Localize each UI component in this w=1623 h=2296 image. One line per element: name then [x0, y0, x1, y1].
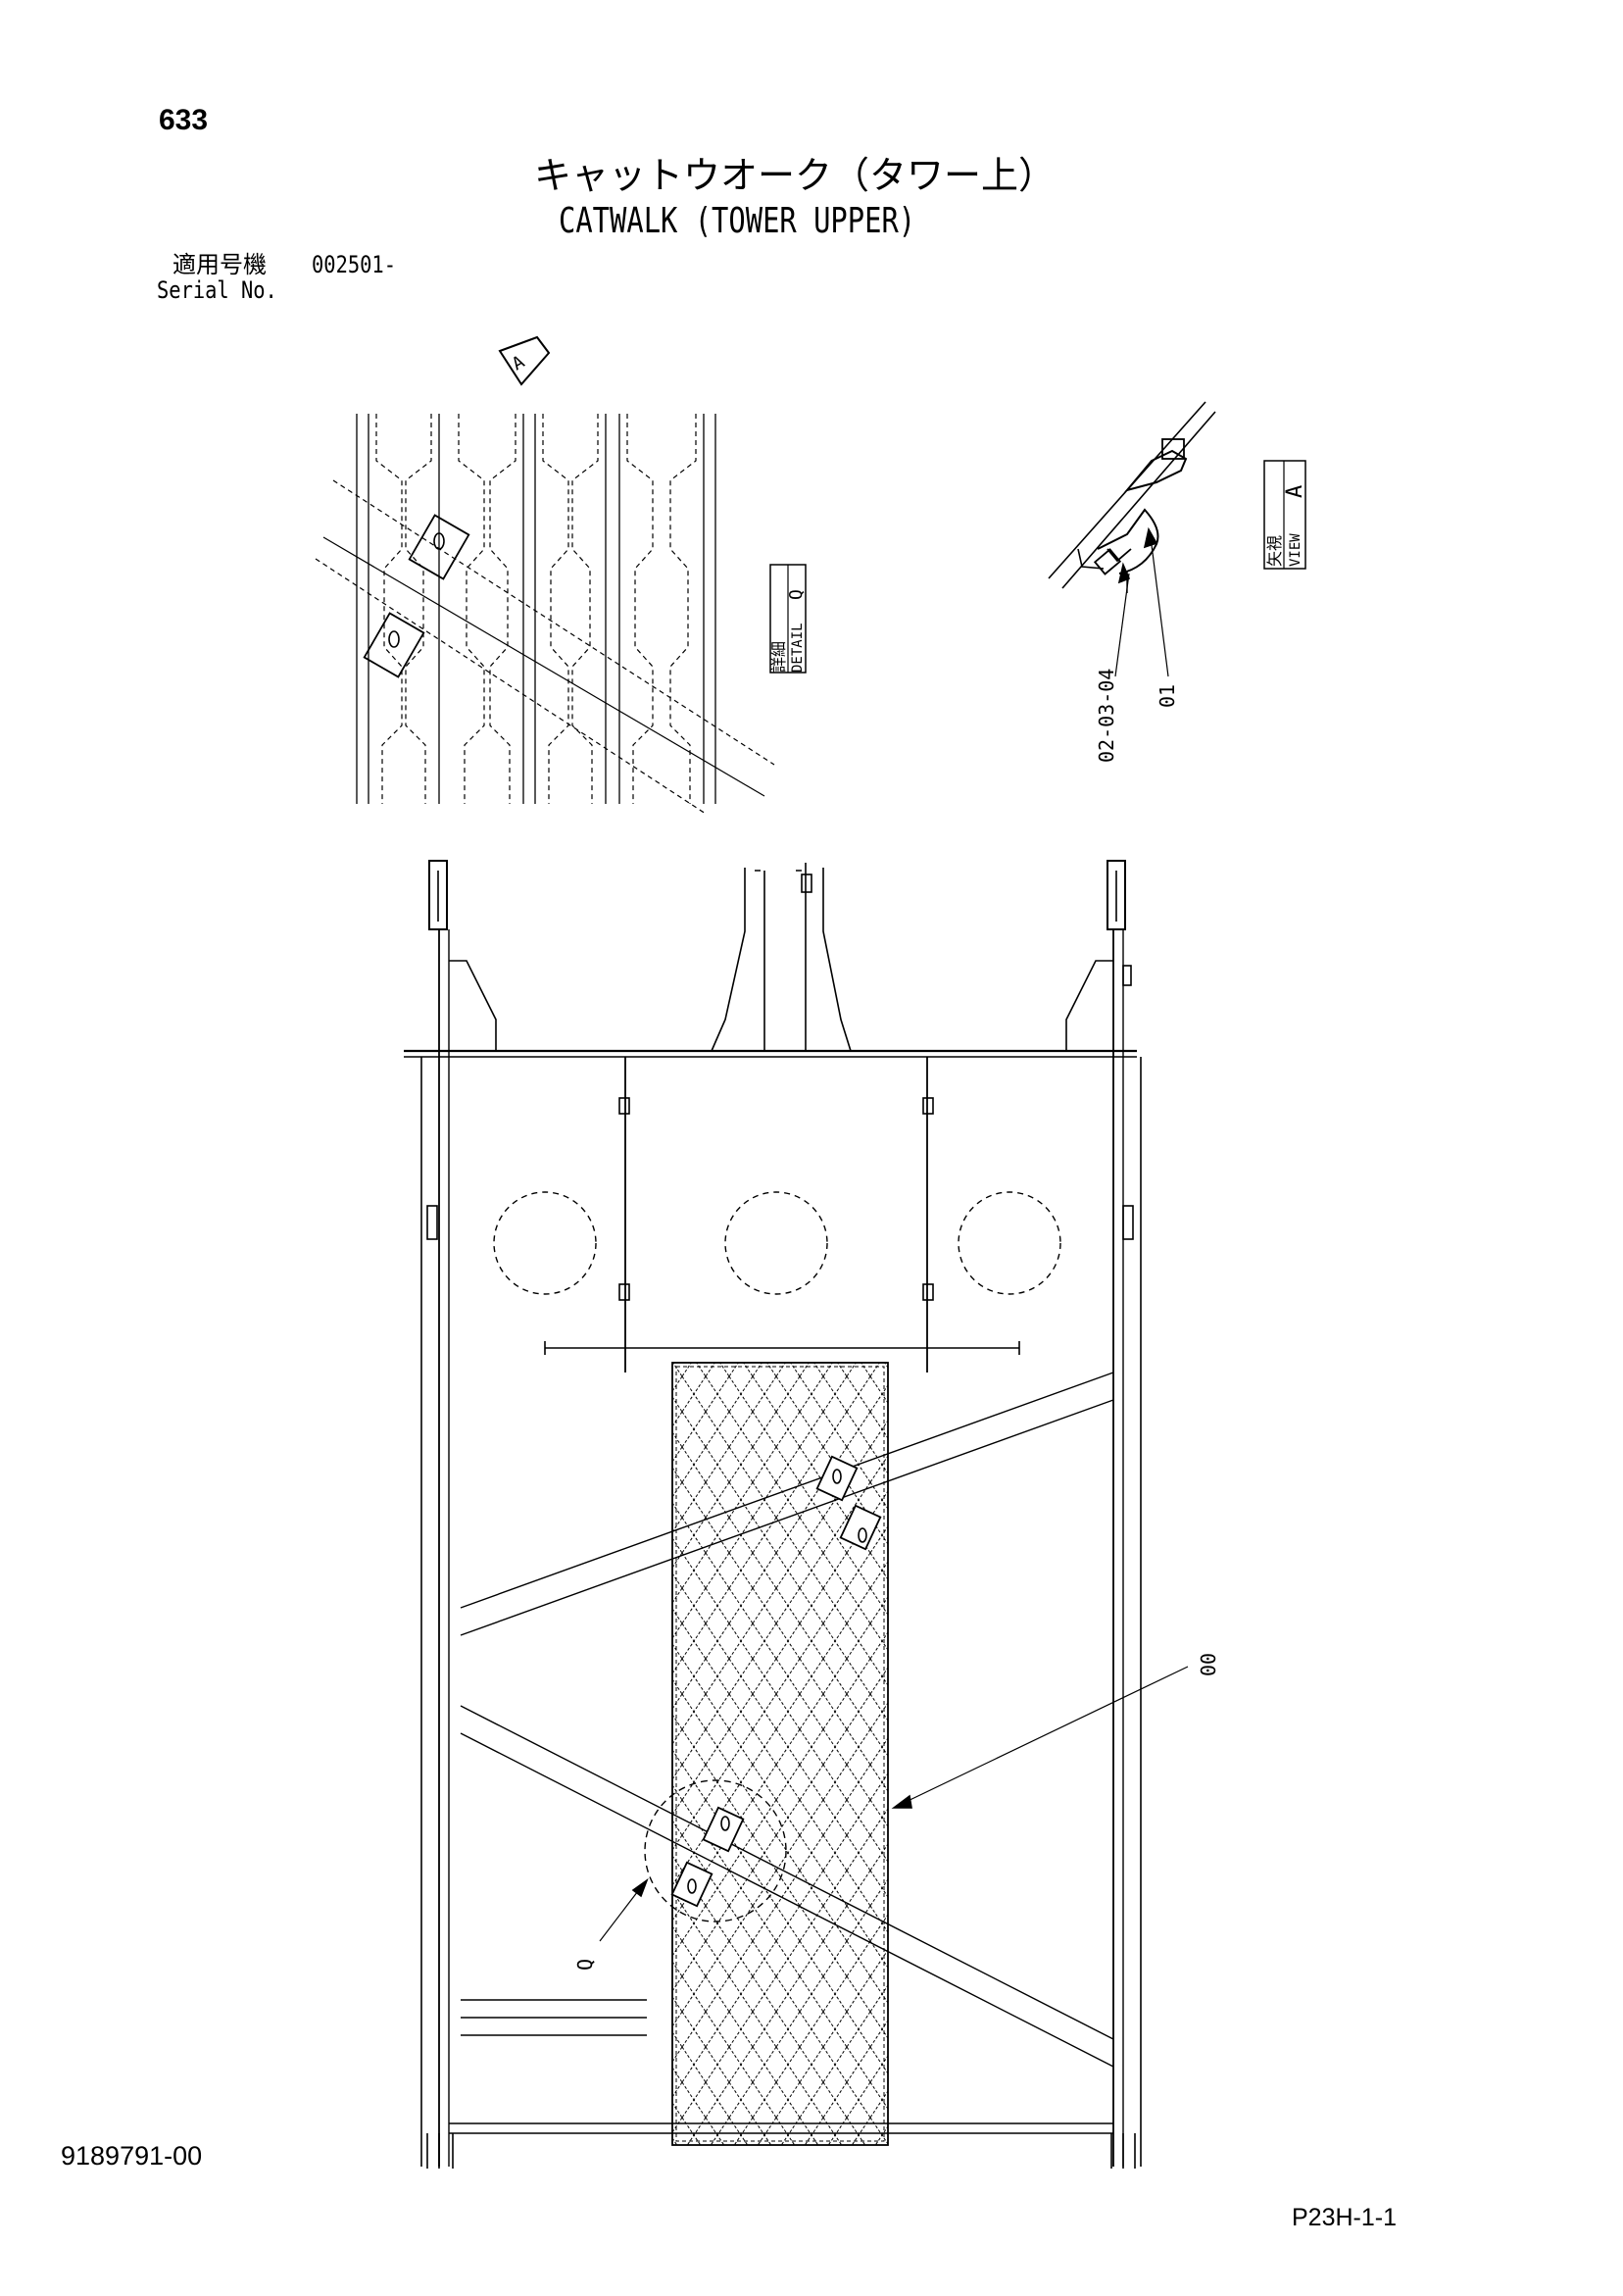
detail-q-view [315, 414, 775, 815]
title-japanese: キャットウオーク（タワー上） [534, 154, 1057, 197]
view-en-text: VIEW [1288, 533, 1303, 567]
view-a-label: 矢視 VIEW A [1263, 460, 1307, 570]
serial-label-english: Serial No. [157, 276, 277, 304]
part-grating-label: 00 [1197, 1653, 1220, 1676]
view-arrow-a: A [498, 335, 551, 386]
detail-jp-text: 詳細 [769, 641, 788, 673]
document-number: 9189791-00 [61, 2141, 203, 2171]
detail-callout-letter: Q [573, 1959, 597, 1971]
view-a-clamp: 02-03-04 01 [1048, 401, 1216, 763]
page-code: P23H-1-1 [1292, 2204, 1397, 2231]
part-bolt-label: 02-03-04 [1095, 669, 1118, 763]
grating-panel [670, 1362, 889, 2146]
page-number: 633 [159, 104, 209, 136]
detail-q-callout: Q 00 [573, 1653, 1220, 1971]
serial-label-japanese: 適用号機 [172, 251, 267, 278]
view-jp-text: 矢視 [1265, 535, 1284, 567]
view-letter: A [1283, 485, 1307, 498]
detail-q-label: 詳細 DETAIL Q [769, 564, 807, 674]
serial-value: 002501- [312, 251, 396, 278]
detail-en-text: DETAIL [790, 623, 806, 673]
detail-letter: Q [786, 589, 807, 600]
title-english: CATWALK (TOWER UPPER) [559, 201, 916, 241]
view-arrow-letter: A [509, 352, 528, 375]
part-clamp-label: 01 [1156, 684, 1179, 708]
